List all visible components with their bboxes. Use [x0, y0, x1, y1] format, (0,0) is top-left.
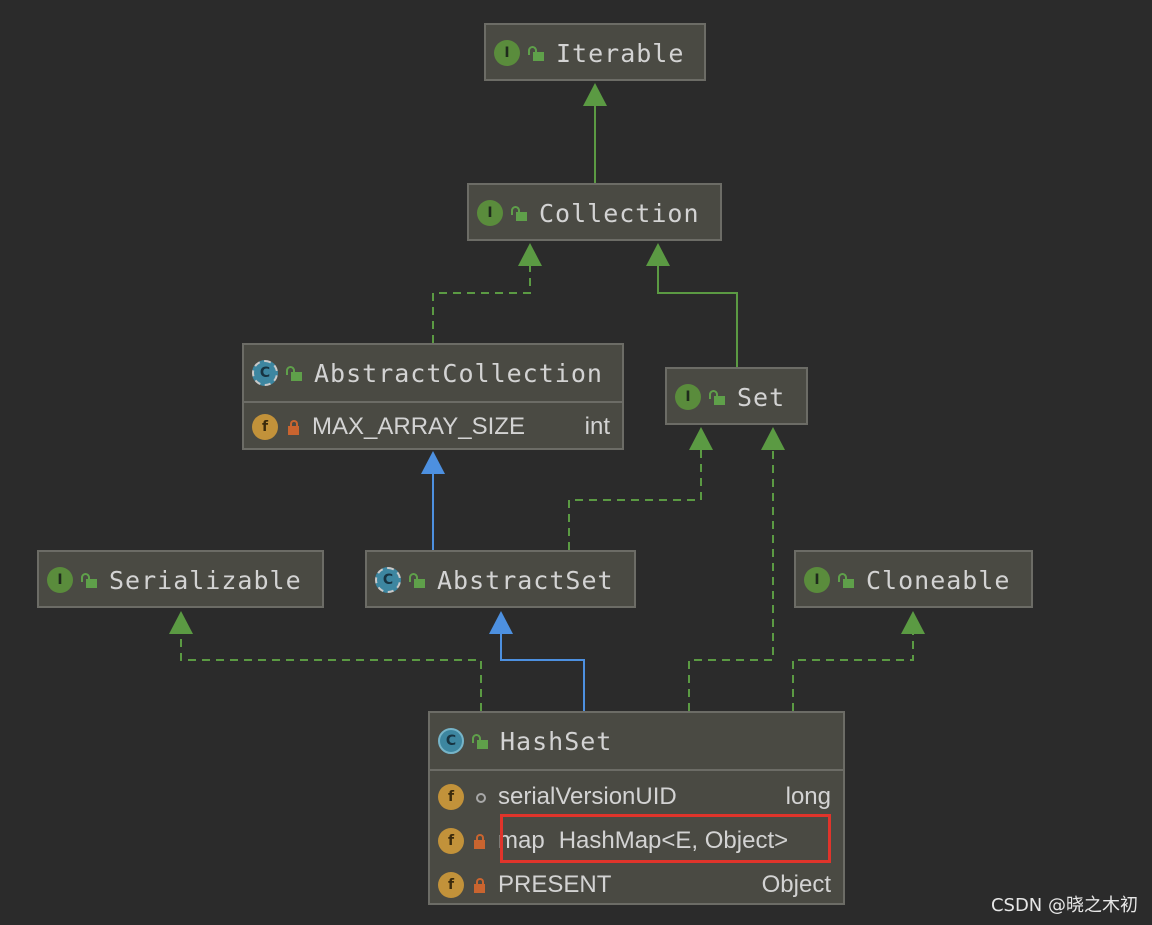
private-lock-icon: [472, 832, 488, 850]
field-icon: f: [438, 872, 464, 898]
edge-hashset-serializable: [169, 611, 482, 711]
field-row[interactable]: f map HashMap<E, Object>: [430, 819, 843, 863]
field-row[interactable]: f serialVersionUID long: [430, 775, 843, 819]
public-lock-icon: [709, 388, 725, 406]
private-lock-icon: [286, 418, 302, 436]
interface-icon: I: [477, 200, 503, 226]
edge-abstractset-set: [568, 427, 713, 550]
public-lock-icon: [838, 571, 854, 589]
class-icon: C: [438, 728, 464, 754]
field-type: Object: [761, 871, 831, 898]
edge-hashset-abstractset: [489, 611, 585, 711]
field-name: serialVersionUID: [498, 783, 677, 810]
edge-abstractcollection-collection: [432, 243, 542, 343]
node-title: Iterable: [556, 38, 685, 68]
interface-icon: I: [675, 384, 701, 410]
edge-hashset-cloneable: [792, 611, 925, 711]
public-lock-icon: [511, 204, 527, 222]
field-icon: f: [438, 828, 464, 854]
node-title: Set: [737, 382, 786, 412]
node-title: HashSet: [500, 726, 613, 756]
highlight-box: [500, 814, 831, 863]
interface-icon: I: [47, 567, 73, 593]
node-hashset[interactable]: C HashSet f serialVersionUID long f map …: [428, 711, 845, 905]
interface-icon: I: [494, 40, 520, 66]
node-title: Collection: [539, 198, 700, 228]
watermark: CSDN @晓之木初: [990, 895, 1138, 916]
field-type: HashMap<E, Object>: [558, 827, 789, 854]
node-abstract-set[interactable]: C AbstractSet: [365, 550, 636, 608]
public-lock-icon: [528, 44, 544, 62]
node-title: AbstractSet: [437, 565, 614, 595]
field-row[interactable]: f PRESENT Object: [430, 863, 843, 907]
node-title: Cloneable: [866, 565, 1011, 595]
public-lock-icon: [472, 732, 488, 750]
interface-icon: I: [804, 567, 830, 593]
public-lock-icon: [81, 571, 97, 589]
node-serializable[interactable]: I Serializable: [37, 550, 324, 608]
public-lock-icon: [286, 364, 302, 382]
field-type: int: [584, 413, 610, 440]
field-name: PRESENT: [498, 871, 612, 898]
node-iterable[interactable]: I Iterable: [484, 23, 706, 81]
edge-abstractset-abstractcollection: [421, 451, 445, 550]
node-collection[interactable]: I Collection: [467, 183, 722, 241]
field-name: MAX_ARRAY_SIZE: [312, 413, 525, 440]
private-lock-icon: [472, 876, 488, 894]
edge-hashset-set: [688, 427, 785, 711]
node-title: Serializable: [109, 565, 302, 595]
field-name: map: [498, 827, 545, 854]
edge-collection-iterable: [583, 83, 607, 183]
node-cloneable[interactable]: I Cloneable: [794, 550, 1033, 608]
field-row[interactable]: f MAX_ARRAY_SIZE int: [244, 405, 622, 449]
node-title: AbstractCollection: [314, 358, 603, 388]
node-set[interactable]: I Set: [665, 367, 808, 425]
field-type: long: [785, 783, 831, 810]
field-icon: f: [438, 784, 464, 810]
abstract-class-icon: C: [252, 360, 278, 386]
public-lock-icon: [409, 571, 425, 589]
field-icon: f: [252, 414, 278, 440]
package-private-icon: [472, 788, 488, 806]
abstract-class-icon: C: [375, 567, 401, 593]
node-abstract-collection[interactable]: C AbstractCollection f MAX_ARRAY_SIZE in…: [242, 343, 624, 450]
edge-set-collection: [646, 243, 738, 367]
